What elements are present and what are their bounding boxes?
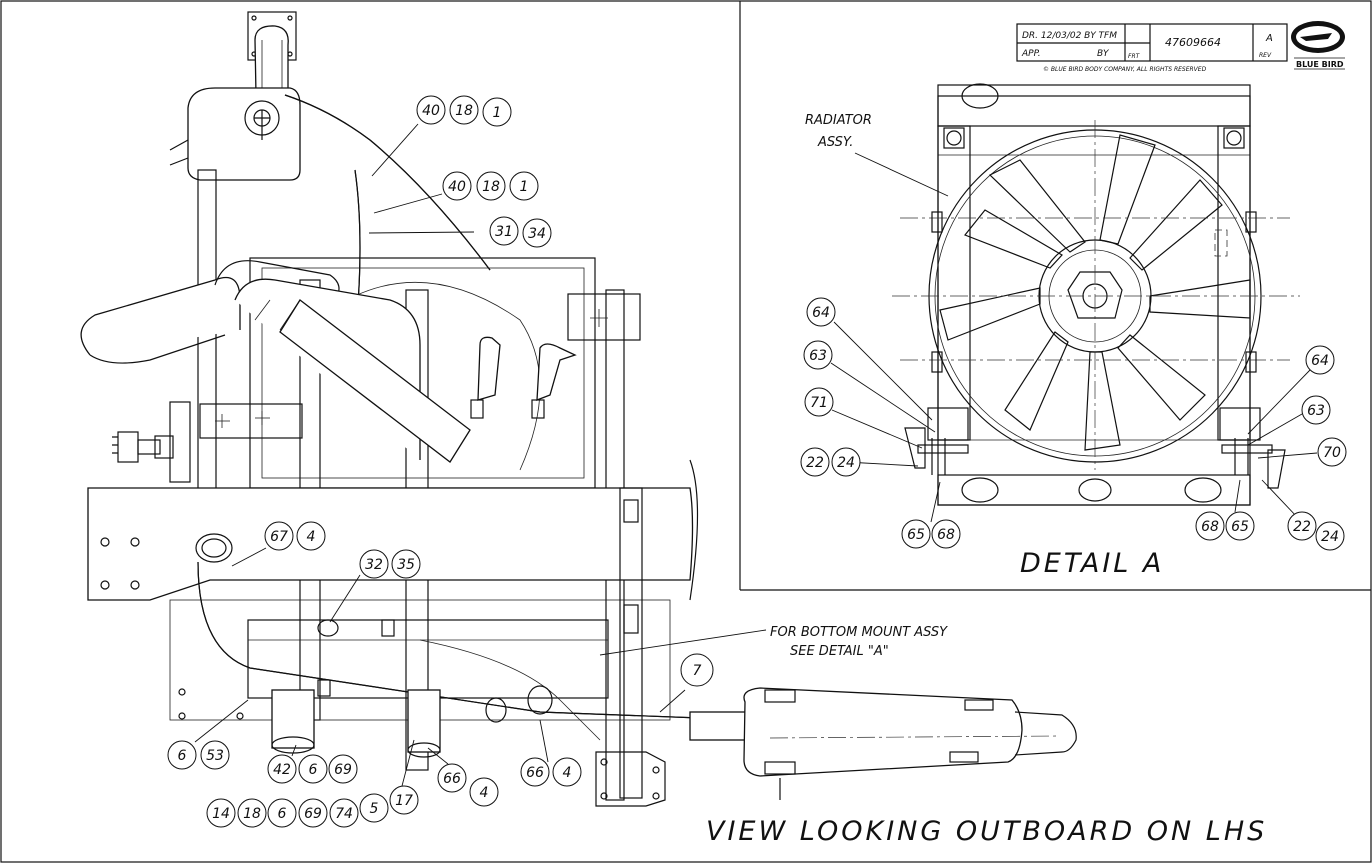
balloon-63: 63 <box>809 348 827 364</box>
balloon-34: 34 <box>528 226 546 242</box>
balloon-68: 68 <box>1201 519 1219 535</box>
fan-blades <box>939 134 1251 451</box>
balloon-31: 31 <box>495 224 513 240</box>
blue-bird-logo-icon <box>1291 21 1345 70</box>
balloon-35: 35 <box>397 557 415 573</box>
balloon-18: 18 <box>482 179 500 195</box>
frame-rail <box>87 487 694 601</box>
bottom-mount-leader <box>599 629 767 656</box>
balloon-22: 22 <box>1293 519 1311 535</box>
main-leaders <box>194 123 686 787</box>
balloon-74: 74 <box>335 806 353 822</box>
balloon-7: 7 <box>693 663 702 679</box>
surge-tank <box>187 87 301 181</box>
balloon-64: 64 <box>812 305 830 321</box>
balloon-17: 17 <box>395 793 413 809</box>
bottom-mount-note-line1: FOR BOTTOM MOUNT ASSY <box>770 625 948 640</box>
balloon-22: 22 <box>806 455 824 471</box>
radiator-leader <box>854 152 949 197</box>
balloon-67: 67 <box>270 529 288 545</box>
part-number-text: 47609664 <box>1165 36 1221 49</box>
rev-letter-text: A <box>1265 33 1273 44</box>
balloon-40: 40 <box>422 103 440 119</box>
balloon-63: 63 <box>1307 403 1325 419</box>
balloon-18: 18 <box>243 806 261 822</box>
balloon-1: 1 <box>520 179 529 195</box>
title-approved-by-text: BY <box>1097 49 1110 59</box>
detail-balloons: 64 63 71 22 24 65 68 64 63 70 68 65 22 2… <box>800 297 1347 551</box>
title-frt-text: FRT <box>1128 53 1141 60</box>
detail-a-title: DETAIL A <box>1020 548 1164 579</box>
balloon-4: 4 <box>307 529 316 545</box>
balloon-71: 71 <box>810 395 828 411</box>
balloon-65: 65 <box>1231 519 1249 535</box>
balloon-24: 24 <box>837 455 855 471</box>
balloon-6: 6 <box>278 806 287 822</box>
balloon-1: 1 <box>493 105 502 121</box>
main-assembly-view <box>80 11 1077 807</box>
balloon-69: 69 <box>334 762 352 778</box>
title-approved-text: APP. <box>1021 49 1041 59</box>
radiator-assembly <box>892 83 1300 506</box>
balloon-24: 24 <box>1321 529 1339 545</box>
radiator-note-line2: ASSY. <box>817 135 853 150</box>
balloon-53: 53 <box>206 748 224 764</box>
logo-text: BLUE BIRD <box>1296 60 1344 69</box>
balloon-70: 70 <box>1323 445 1341 461</box>
rev-label-text: REV <box>1259 52 1272 59</box>
balloon-66: 66 <box>526 765 544 781</box>
title-block: DR. 12/03/02 BY TFM APP. BY FRT 47609664… <box>1016 21 1345 73</box>
balloon-65: 65 <box>907 527 925 543</box>
balloon-32: 32 <box>365 557 383 573</box>
balloon-6: 6 <box>309 762 318 778</box>
drain-valve-icon <box>112 431 174 463</box>
balloon-69: 69 <box>304 806 322 822</box>
balloon-14: 14 <box>212 806 230 822</box>
balloon-4: 4 <box>480 785 489 801</box>
balloon-42: 42 <box>273 762 291 778</box>
title-drawn-text: DR. 12/03/02 BY TFM <box>1022 31 1117 41</box>
copyright-text: © BLUE BIRD BODY COMPANY, ALL RIGHTS RES… <box>1043 66 1207 73</box>
balloon-66: 66 <box>443 771 461 787</box>
detail-a-frame <box>739 1 1371 591</box>
air-cleaner <box>689 687 1077 800</box>
bottom-mount-note-line2: SEE DETAIL "A" <box>790 644 889 659</box>
main-balloons: 40 18 1 40 18 1 31 34 67 4 32 35 7 6 53 … <box>167 95 714 828</box>
balloon-5: 5 <box>370 801 379 817</box>
balloon-64: 64 <box>1311 353 1329 369</box>
balloon-40: 40 <box>448 179 466 195</box>
radiator-note-line1: RADIATOR <box>805 113 872 128</box>
balloon-18: 18 <box>455 103 473 119</box>
balloon-6: 6 <box>178 748 187 764</box>
view-title: VIEW LOOKING OUTBOARD ON LHS <box>706 816 1267 847</box>
balloon-68: 68 <box>937 527 955 543</box>
balloon-4: 4 <box>563 765 572 781</box>
